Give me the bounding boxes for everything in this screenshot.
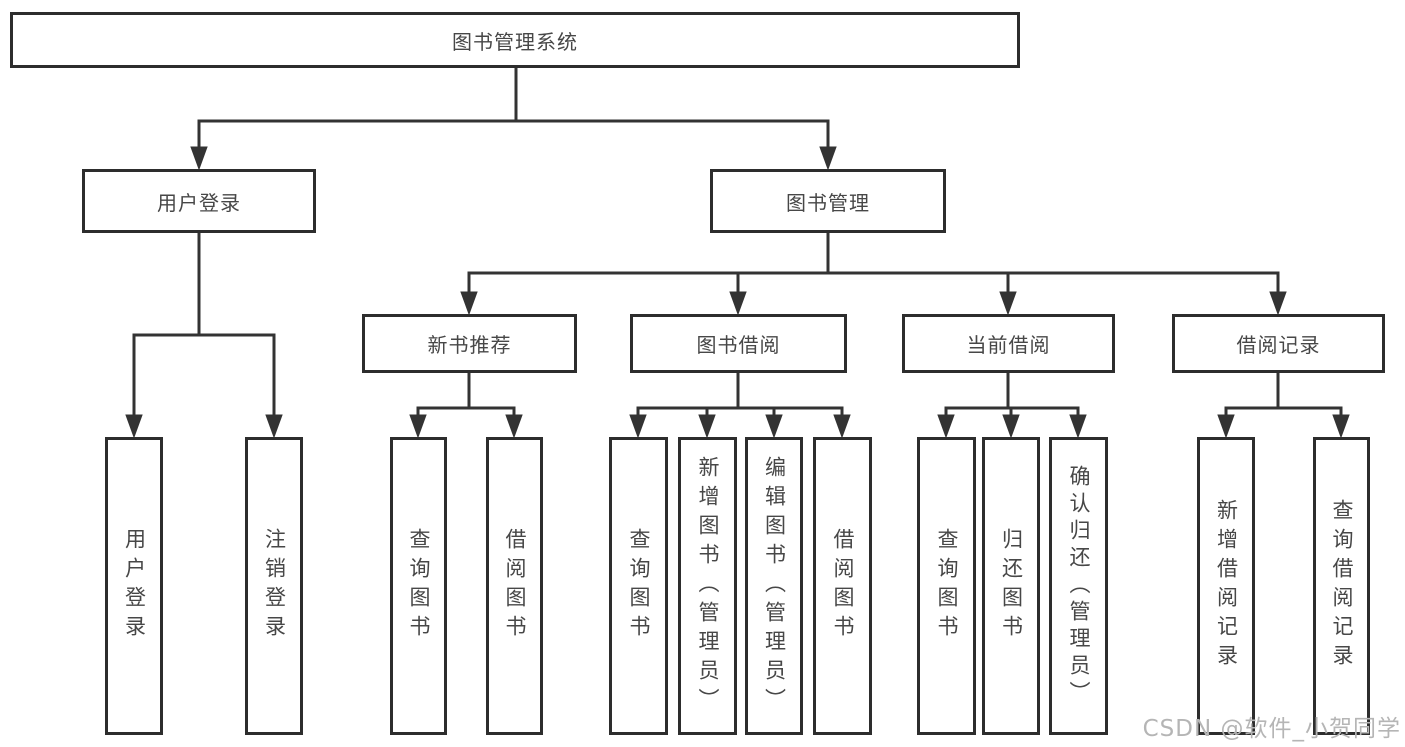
node-label: 图书管理系统 [452,29,578,54]
node-label: 编辑图书（管理员） [762,455,787,717]
node-borrow-books: 借阅图书 [813,437,872,735]
node-borrowing-records: 借阅记录 [1172,314,1385,373]
node-query-books-current: 查询图书 [917,437,976,735]
node-current-borrowing: 当前借阅 [902,314,1115,373]
node-label: 用户登录 [122,528,147,644]
node-label: 归还图书 [999,528,1024,644]
node-query-borrowing-record: 查询借阅记录 [1313,437,1370,735]
node-label: 图书管理 [786,190,870,215]
node-label: 查询图书 [407,528,431,644]
node-user-login: 用户登录 [105,437,163,735]
node-book-management: 图书管理 [710,169,946,233]
node-return-books: 归还图书 [982,437,1040,735]
node-label: 图书借阅 [696,333,781,357]
node-book-borrowing: 图书借阅 [630,314,847,373]
node-query-books-recommend: 查询图书 [390,437,447,735]
node-label: 借阅记录 [1236,333,1321,357]
node-label: 新增借阅记录 [1214,499,1239,673]
node-edit-book-admin: 编辑图书（管理员） [745,437,803,735]
node-new-book-recommendation: 新书推荐 [362,314,577,373]
node-label: 当前借阅 [966,333,1051,357]
node-label: 新增图书（管理员） [696,455,720,717]
node-query-books-borrow: 查询图书 [609,437,668,735]
node-label: 借阅图书 [503,528,527,644]
node-logout: 注销登录 [245,437,303,735]
node-label: 用户登录 [157,190,241,215]
node-label: 新书推荐 [427,333,512,357]
node-label: 查询图书 [935,528,959,644]
node-add-book-admin: 新增图书（管理员） [678,437,737,735]
node-confirm-return-admin: 确认归还（管理员） [1049,437,1108,735]
node-label: 查询图书 [627,528,651,644]
node-label: 确认归还（管理员） [1067,464,1091,708]
node-borrow-books-recommend: 借阅图书 [486,437,543,735]
node-user-login-module: 用户登录 [82,169,316,233]
node-label: 借阅图书 [831,528,855,644]
node-add-borrowing-record: 新增借阅记录 [1197,437,1255,735]
node-label: 查询借阅记录 [1330,499,1354,673]
node-library-management-system: 图书管理系统 [10,12,1020,68]
node-label: 注销登录 [262,528,287,644]
csdn-watermark: CSDN @软件_小贺同学 [1142,716,1401,742]
